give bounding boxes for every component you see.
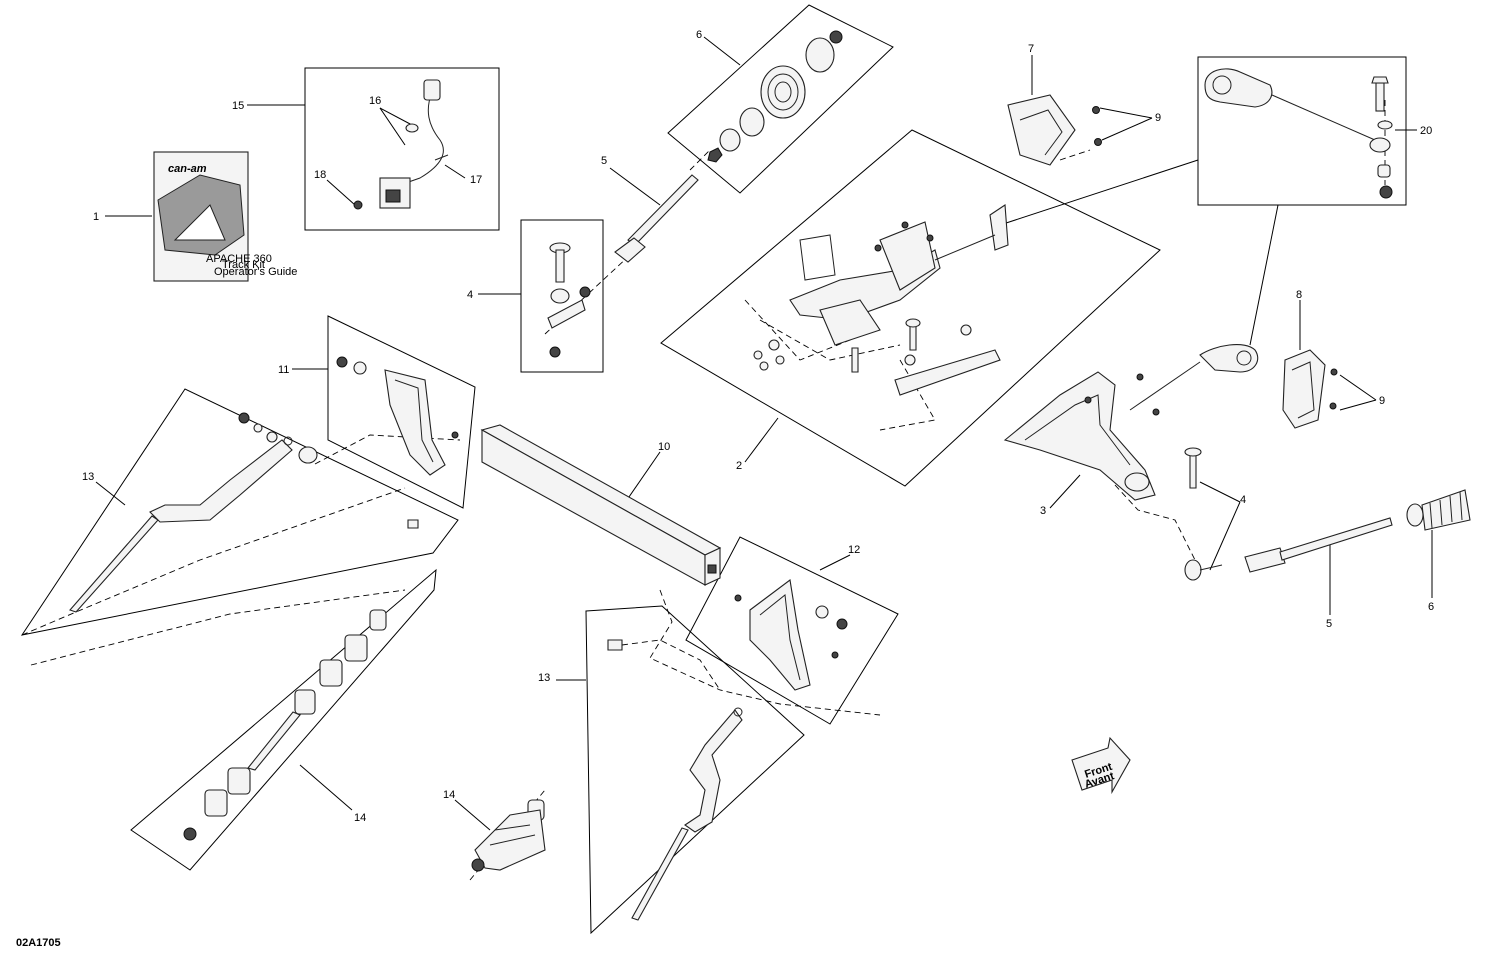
callout-4-top: 4 bbox=[467, 289, 473, 301]
dashed-line-12 bbox=[649, 589, 881, 716]
callout-13-bottom: 13 bbox=[538, 672, 550, 684]
frame-group-15 bbox=[304, 67, 500, 231]
bracket-12 bbox=[734, 579, 848, 691]
callout-12: 12 bbox=[848, 544, 860, 556]
callout-5-top: 5 bbox=[601, 155, 607, 167]
callout-15: 15 bbox=[232, 100, 244, 112]
leader-2 bbox=[744, 417, 779, 463]
main-bracket-assembly bbox=[753, 204, 1009, 396]
diagram-code: 02A1705 bbox=[16, 937, 61, 949]
frame-group-20 bbox=[1197, 56, 1407, 206]
leader-17 bbox=[444, 164, 466, 179]
leader-13a bbox=[95, 481, 126, 506]
leader-4b-1 bbox=[1199, 481, 1241, 503]
leader-6a bbox=[703, 36, 741, 66]
lever-13-top bbox=[69, 412, 318, 613]
dashed-line-3 bbox=[1114, 484, 1196, 561]
leader-12 bbox=[819, 554, 851, 571]
callout-5-right: 5 bbox=[1326, 618, 1332, 630]
leader-9a-1 bbox=[1099, 107, 1153, 119]
dashed-line-2b bbox=[759, 319, 901, 361]
callout-17: 17 bbox=[470, 174, 482, 186]
dashed-line-13-top bbox=[21, 487, 406, 636]
callout-16: 16 bbox=[369, 95, 381, 107]
manual-guide: Operator's Guide bbox=[214, 266, 297, 278]
callout-3: 3 bbox=[1040, 505, 1046, 517]
dashed-line-14 bbox=[30, 589, 406, 666]
callout-9-right: 9 bbox=[1379, 395, 1385, 407]
leader-16b bbox=[379, 107, 406, 146]
bolt-rod-end-top bbox=[547, 242, 591, 358]
callout-6-top: 6 bbox=[696, 29, 702, 41]
leader-9b-1 bbox=[1339, 374, 1377, 401]
callout-13-top: 13 bbox=[82, 471, 94, 483]
frame-group-12 bbox=[685, 536, 899, 725]
dashed-line-13-bottom bbox=[621, 639, 721, 691]
frame-group-11 bbox=[327, 315, 476, 509]
callout-1: 1 bbox=[93, 211, 99, 223]
dashed-line-7 bbox=[1059, 149, 1091, 161]
frame-group-6 bbox=[667, 4, 894, 194]
leader-14a bbox=[299, 764, 353, 811]
leader-9b-2 bbox=[1339, 399, 1377, 411]
rod-top bbox=[614, 174, 699, 263]
callout-6-right: 6 bbox=[1428, 601, 1434, 613]
leader-14b bbox=[454, 799, 491, 831]
callout-14-top: 14 bbox=[354, 812, 366, 824]
leader-5a bbox=[609, 167, 661, 206]
rod-spring-assembly-right bbox=[1184, 489, 1471, 581]
front-direction-arrow bbox=[1071, 736, 1131, 795]
manual-subtitle: Track Kit bbox=[222, 259, 265, 271]
leader-4b-2 bbox=[1209, 501, 1241, 571]
dashed-line-5 bbox=[689, 149, 711, 171]
callout-18: 18 bbox=[314, 169, 326, 181]
frame-group-13-bottom bbox=[585, 605, 805, 935]
dashed-line-2a bbox=[744, 299, 856, 361]
manual-model: APACHE 360 bbox=[206, 253, 272, 265]
lever-13-bottom bbox=[607, 639, 743, 921]
leader-20-to-3 bbox=[1249, 204, 1279, 346]
leader-18 bbox=[326, 179, 356, 206]
callout-7: 7 bbox=[1028, 43, 1034, 55]
callout-14-bottom: 14 bbox=[443, 789, 455, 801]
wiring-harness bbox=[353, 79, 449, 210]
manual-brand: can-am bbox=[168, 163, 207, 175]
callout-10: 10 bbox=[658, 441, 670, 453]
callout-20: 20 bbox=[1420, 125, 1432, 137]
frame-group-13-top bbox=[20, 388, 459, 636]
callout-8: 8 bbox=[1296, 289, 1302, 301]
frame-group-2 bbox=[660, 129, 1161, 487]
leader-20-to-2 bbox=[999, 159, 1199, 226]
callout-4-right: 4 bbox=[1240, 494, 1246, 506]
leader-3 bbox=[1049, 474, 1081, 509]
leader-16a bbox=[379, 107, 413, 126]
callout-9-top: 9 bbox=[1155, 112, 1161, 124]
guard-8 bbox=[1282, 349, 1338, 429]
bushing-set-14-top bbox=[183, 609, 387, 841]
operators-guide-booklet bbox=[153, 151, 249, 282]
frame-group-14 bbox=[130, 568, 437, 871]
a-frame-assembly bbox=[1003, 344, 1259, 501]
main-tube-10 bbox=[480, 424, 722, 586]
callout-11: 11 bbox=[278, 364, 289, 376]
callout-2: 2 bbox=[736, 460, 742, 472]
guard-7 bbox=[1007, 94, 1102, 166]
leader-9a-2 bbox=[1101, 117, 1153, 141]
frame-group-4-top bbox=[520, 219, 604, 373]
bracket-11 bbox=[336, 356, 459, 529]
cable-assembly-20 bbox=[1204, 68, 1393, 199]
bushing-stack-14-bottom bbox=[471, 799, 546, 872]
spring-assembly-top bbox=[707, 30, 843, 163]
